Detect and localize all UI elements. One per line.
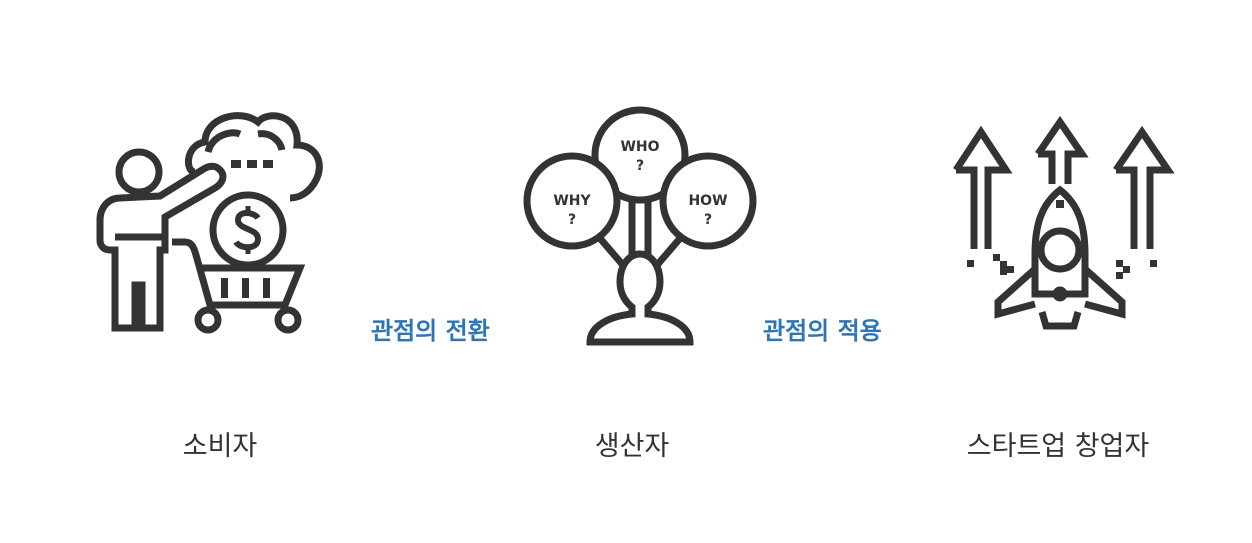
bubble-why-word: WHY [553,193,591,209]
stage-label-consumer: 소비자 [182,431,258,462]
consumer-cart-icon [90,100,330,340]
producer-thinking-icon: WHO ? WHY ? HOW ? [520,104,765,349]
startup-rocket-icon [950,114,1175,339]
bubble-why-mark: ? [568,212,576,228]
stage-label-startup-founder: 스타트업 창업자 [966,431,1150,462]
bubble-who-mark: ? [636,158,644,174]
bubble-who-word: WHO [620,139,659,155]
bubble-how-word: HOW [688,193,727,209]
transition-label-perspective-shift: 관점의 전환 [371,317,490,345]
bubble-how-mark: ? [704,212,712,228]
transition-label-perspective-application: 관점의 적용 [763,317,882,345]
stage-label-producer: 생산자 [594,431,670,462]
